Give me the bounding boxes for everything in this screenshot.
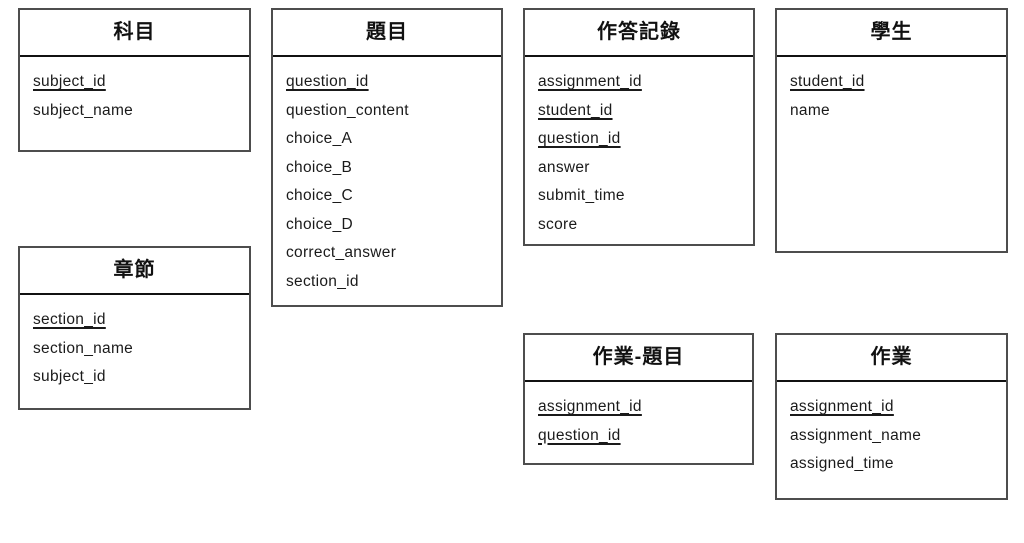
field-row-question-question_id: question_id (286, 68, 491, 97)
entity-answer-record: 作答記錄 assignment_id student_id question_i… (523, 8, 755, 246)
field-label: section_name (33, 339, 134, 357)
field-row-question-choice_C: choice_C (286, 182, 491, 211)
field-row-question-section_id: section_id (286, 268, 491, 297)
entity-field-list: question_id question_content choice_A ch… (273, 57, 501, 296)
field-row-question-choice_A: choice_A (286, 125, 491, 154)
entity-title-subject: 科目 (20, 10, 249, 57)
field-label: choice_C (286, 187, 354, 204)
field-label: name (790, 101, 830, 119)
field-label: assignment_name (790, 426, 922, 444)
field-row-question-question_content: question_content (286, 97, 491, 126)
field-row-subject-subject_id: subject_id (33, 68, 239, 97)
field-row-answer-record-assignment_id: assignment_id (538, 68, 743, 97)
field-label: choice_B (286, 158, 353, 176)
field-label: student_id (538, 101, 613, 119)
field-row-student-student_id: student_id (790, 68, 996, 97)
entity-field-list: assignment_id assignment_name assigned_t… (777, 382, 1006, 479)
field-label: score (538, 215, 578, 233)
entity-title-assignment-question: 作業-題目 (525, 335, 752, 382)
field-row-assignment-assignment_name: assignment_name (790, 422, 996, 451)
entity-section: 章節 section_id section_name subject_id (18, 246, 251, 410)
field-label: assignment_id (538, 73, 642, 90)
field-row-assignment-assignment_id: assignment_id (790, 393, 996, 422)
field-label: assignment_id (538, 398, 642, 415)
entity-field-list: student_id name (777, 57, 1006, 125)
entity-field-list: section_id section_name subject_id (20, 295, 249, 392)
entity-title-student: 學生 (777, 10, 1006, 57)
field-label: section_id (286, 272, 359, 290)
field-row-question-choice_D: choice_D (286, 211, 491, 240)
field-label: correct_answer (286, 244, 397, 261)
field-row-section-section_id: section_id (33, 306, 239, 335)
field-label: choice_D (286, 215, 354, 233)
field-label: answer (538, 158, 590, 176)
field-label: choice_A (286, 130, 353, 147)
field-row-student-name: name (790, 97, 996, 126)
field-row-answer-record-score: score (538, 211, 743, 240)
field-label: subject_id (33, 368, 106, 385)
field-row-subject-subject_name: subject_name (33, 97, 239, 126)
field-row-answer-record-question_id: question_id (538, 125, 743, 154)
field-row-question-correct_answer: correct_answer (286, 239, 491, 268)
field-label: assigned_time (790, 455, 894, 472)
field-row-assignment-question-assignment_id: assignment_id (538, 393, 742, 422)
field-row-answer-record-student_id: student_id (538, 97, 743, 126)
field-row-answer-record-submit_time: submit_time (538, 182, 743, 211)
entity-assignment: 作業 assignment_id assignment_name assigne… (775, 333, 1008, 500)
field-label: subject_id (33, 73, 106, 90)
field-row-question-choice_B: choice_B (286, 154, 491, 183)
field-label: subject_name (33, 101, 134, 119)
entity-field-list: assignment_id question_id (525, 382, 752, 450)
field-label: question_id (538, 130, 621, 147)
field-label: question_content (286, 101, 409, 119)
entity-title-section: 章節 (20, 248, 249, 295)
entity-field-list: assignment_id student_id question_id ans… (525, 57, 753, 239)
field-row-assignment-assigned_time: assigned_time (790, 450, 996, 479)
field-label: submit_time (538, 187, 625, 204)
entity-title-question: 題目 (273, 10, 501, 57)
field-label: question_id (286, 73, 369, 90)
entity-student: 學生 student_id name (775, 8, 1008, 253)
entity-question: 題目 question_id question_content choice_A… (271, 8, 503, 307)
entity-assignment-question: 作業-題目 assignment_id question_id (523, 333, 754, 465)
field-label: question_id (538, 426, 621, 444)
field-row-answer-record-answer: answer (538, 154, 743, 183)
field-label: assignment_id (790, 398, 894, 415)
field-label: section_id (33, 311, 106, 328)
entity-subject: 科目 subject_id subject_name (18, 8, 251, 152)
field-row-section-subject_id: subject_id (33, 363, 239, 392)
field-row-section-section_name: section_name (33, 335, 239, 364)
entity-field-list: subject_id subject_name (20, 57, 249, 125)
entity-title-assignment: 作業 (777, 335, 1006, 382)
entity-title-answer-record: 作答記錄 (525, 10, 753, 57)
field-row-assignment-question-question_id: question_id (538, 422, 742, 451)
field-label: student_id (790, 73, 865, 90)
